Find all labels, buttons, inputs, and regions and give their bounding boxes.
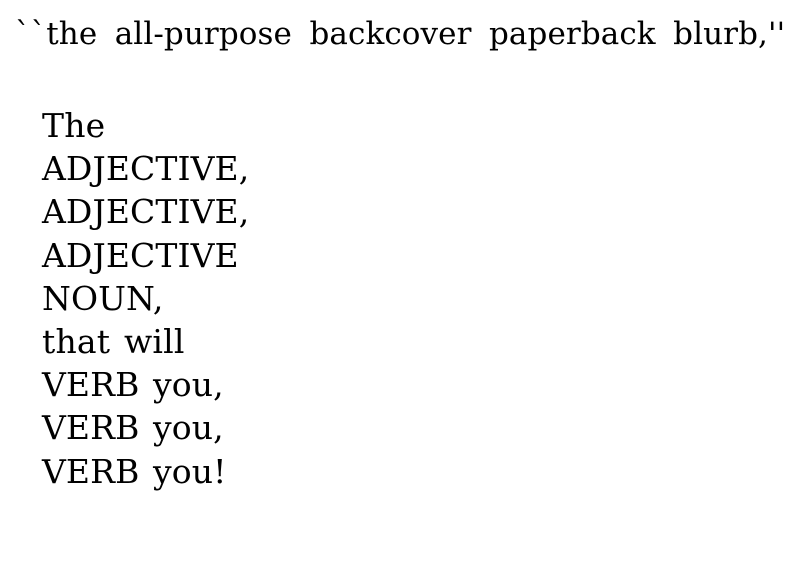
verse-line-5: NOUN, [42, 278, 164, 318]
verse-line-8: VERB you, [42, 408, 224, 448]
verse-line-9: VERB you! [42, 451, 227, 491]
verse-line-1: The [42, 106, 106, 145]
page-title: ``the all-purpose backcover paperback bl… [15, 16, 786, 52]
verse-line-6: that will [42, 322, 185, 362]
verse-line-4: ADJECTIVE [42, 235, 239, 275]
verse-line-7: VERB you, [42, 365, 224, 405]
verse-line-2: ADJECTIVE, [42, 149, 250, 189]
verse-block: The ADJECTIVE, ADJECTIVE, ADJECTIVE NOUN… [42, 104, 542, 493]
verse-line-3: ADJECTIVE, [42, 192, 250, 232]
